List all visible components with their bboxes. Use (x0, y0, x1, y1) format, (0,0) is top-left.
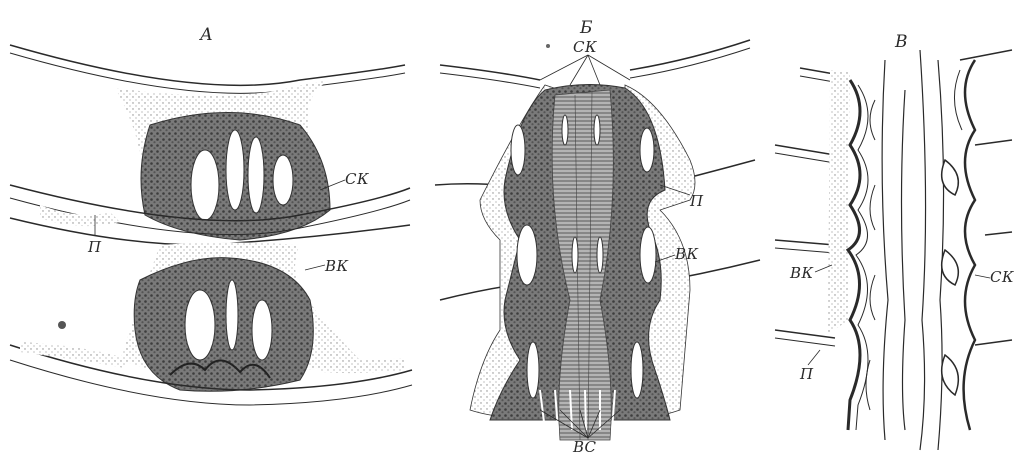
panel-a-title: А (200, 25, 213, 45)
panel-b-top-membrane-left (440, 65, 540, 80)
panel-c-fibers (882, 50, 943, 450)
panel-a-lower-body (134, 258, 313, 392)
panel-c-label-vk: ВК (790, 264, 814, 282)
panel-c-label-ck: СК (990, 268, 1014, 286)
panel-a-label-p: П (88, 238, 102, 256)
panel-c (775, 50, 1012, 450)
panel-a-label-vk: ВК (325, 257, 349, 275)
panel-b-title: Б (580, 18, 593, 38)
panel-c-stipple-left (828, 70, 850, 335)
panel-a (10, 45, 412, 405)
panel-c-title: В (895, 32, 908, 52)
panel-a-label-ck: СК (345, 170, 369, 188)
panel-a-top-membrane (10, 45, 405, 85)
panel-b (435, 40, 760, 440)
panel-c-membranes-right (960, 50, 1012, 345)
panel-c-right-wall (964, 60, 975, 430)
panel-b-label-p: П (690, 192, 704, 210)
panel-b-label-vk: ВК (675, 245, 699, 263)
panel-c-left-wall (848, 80, 860, 430)
panel-b-label-vs: ВС (573, 438, 597, 456)
panel-b-label-ck: СК (573, 38, 597, 56)
panel-c-label-p: П (800, 365, 814, 383)
